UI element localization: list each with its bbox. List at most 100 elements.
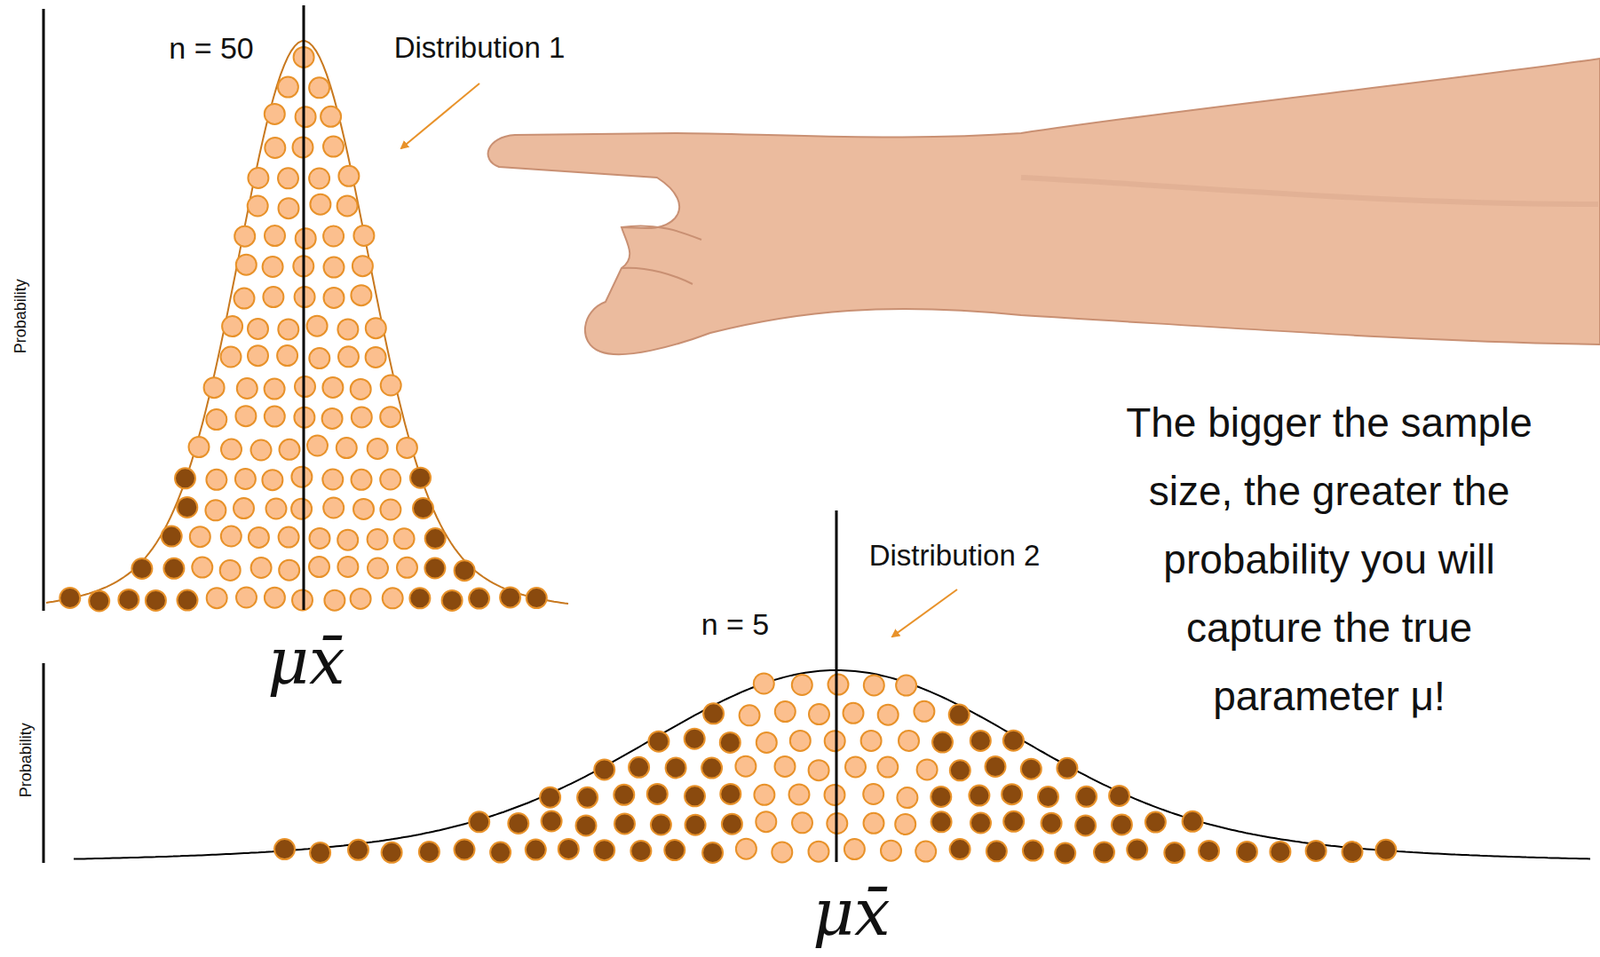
sample-dot — [367, 529, 389, 550]
tail-dot — [648, 731, 669, 753]
sample-dot — [382, 587, 404, 609]
tail-dot — [1093, 842, 1115, 864]
sample-dot — [322, 408, 343, 429]
tail-dot — [419, 841, 440, 863]
sample-dot — [365, 347, 387, 368]
tail-dot — [932, 732, 953, 753]
sample-dot — [336, 437, 357, 459]
sample-size-label: n = 5 — [701, 607, 770, 642]
sample-dot — [236, 587, 257, 609]
sample-dot — [353, 225, 374, 246]
sample-dot — [877, 757, 898, 778]
sample-dot — [808, 760, 830, 781]
tail-dot — [1342, 841, 1363, 863]
distribution-1 — [46, 5, 569, 612]
sample-dot — [775, 701, 796, 722]
tail-dot — [647, 784, 668, 805]
sample-dot — [915, 841, 936, 863]
tail-dot — [348, 839, 369, 861]
tail-dot — [968, 785, 990, 807]
sample-dot — [295, 228, 317, 249]
tail-dot — [88, 591, 110, 612]
sample-dot — [790, 730, 811, 752]
mean-line — [302, 5, 306, 610]
tail-dot — [412, 498, 434, 519]
tail-dot — [1001, 784, 1022, 805]
sample-dot — [753, 673, 775, 695]
sample-dot — [394, 528, 415, 549]
sample-dot — [205, 469, 227, 491]
sample-dot — [880, 840, 902, 862]
sample-dot — [295, 106, 317, 127]
tail-dot — [1306, 840, 1327, 862]
sample-dot — [291, 467, 312, 488]
tail-dot — [1236, 841, 1258, 863]
tail-dot — [1145, 812, 1166, 833]
tail-dot — [558, 839, 579, 860]
tail-dot — [650, 815, 672, 836]
tail-dot — [539, 787, 561, 808]
tail-dot — [409, 587, 430, 609]
tail-dot — [720, 784, 741, 805]
sample-dot — [221, 316, 243, 337]
tail-dot — [1037, 786, 1059, 808]
tail-dot — [1003, 730, 1024, 752]
tail-dot — [930, 786, 951, 808]
tail-dot — [986, 840, 1007, 862]
sample-dot — [277, 77, 299, 98]
sample-dot — [351, 406, 373, 428]
mean-line — [835, 510, 839, 863]
sample-dot — [309, 194, 331, 215]
sample-dot — [205, 499, 226, 521]
tail-dot — [274, 839, 295, 860]
tail-dot — [950, 839, 971, 860]
sample-dot — [396, 557, 418, 579]
sample-dot — [264, 137, 286, 159]
sample-dot — [350, 379, 372, 400]
sample-dot — [353, 499, 374, 520]
sample-dot — [291, 499, 312, 520]
sample-dot — [189, 436, 210, 458]
tail-dot — [118, 589, 139, 610]
sample-dot — [277, 318, 299, 340]
sample-dot — [337, 530, 358, 551]
sample-dot — [352, 255, 373, 277]
tail-dot — [684, 728, 705, 750]
tail-dot — [931, 811, 952, 832]
sample-dot — [264, 225, 286, 246]
tail-dot — [174, 467, 196, 489]
sample-dot — [205, 409, 227, 430]
tail-dot — [703, 703, 724, 724]
tail-dot — [525, 839, 547, 861]
sample-dot — [308, 348, 330, 369]
sample-dot — [324, 287, 345, 309]
sample-dot — [234, 226, 255, 247]
tail-dot — [526, 587, 547, 609]
sample-dot — [221, 526, 242, 547]
sample-dot — [755, 811, 777, 832]
sample-dot — [220, 560, 241, 581]
sample-dot — [247, 167, 269, 189]
sample-dot — [396, 437, 418, 459]
sample-dot — [756, 732, 777, 753]
sample-dot — [351, 469, 373, 491]
sample-dot — [221, 347, 242, 368]
tail-dot — [1076, 786, 1097, 808]
sample-dot — [878, 704, 899, 726]
sample-dot — [235, 405, 256, 427]
sample-dot — [367, 558, 389, 579]
sample-dot — [323, 226, 344, 247]
sample-dot — [251, 557, 272, 579]
tail-dot — [1182, 811, 1204, 832]
tail-dot — [1111, 814, 1133, 835]
sample-dot — [278, 198, 300, 219]
sample-dot — [895, 814, 916, 835]
sample-dot — [237, 378, 258, 399]
sample-dot — [843, 703, 864, 724]
tail-dot — [1054, 843, 1076, 864]
tail-dot — [507, 813, 529, 834]
sample-dot — [191, 557, 213, 579]
sample-dot — [824, 784, 846, 806]
sample-dot — [236, 254, 257, 276]
sample-dot — [337, 556, 358, 578]
